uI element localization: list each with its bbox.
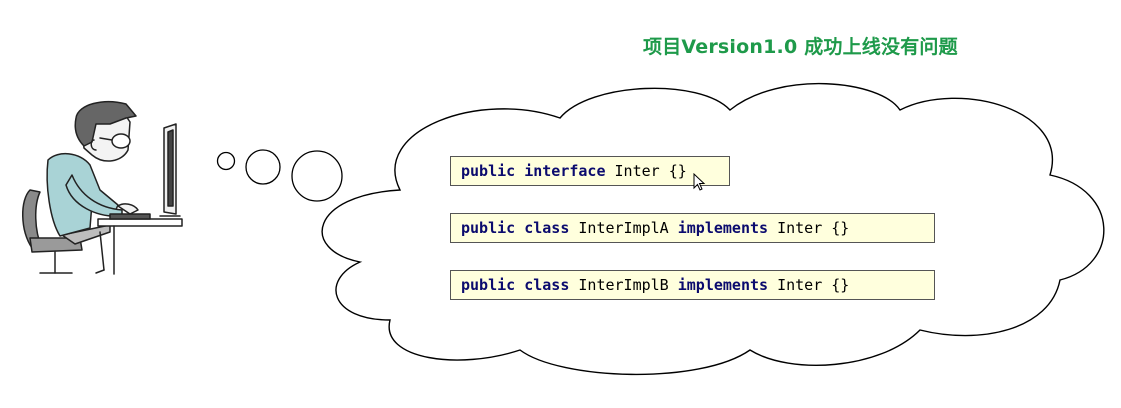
code-rest: Inter {} bbox=[614, 162, 687, 180]
diagram-title: 项目Version1.0 成功上线没有问题 bbox=[643, 36, 958, 58]
keyword-implements: implements bbox=[677, 219, 769, 237]
code-line-interface: public interface Inter {} bbox=[450, 156, 730, 186]
class-name: InterImplA bbox=[578, 219, 669, 237]
keyword-public: public bbox=[461, 162, 516, 180]
code-line-impl-b: public class InterImplB implements Inter… bbox=[450, 270, 935, 300]
programmer-illustration bbox=[22, 100, 183, 275]
thought-bubbles bbox=[216, 149, 343, 202]
code-line-impl-a: public class InterImplA implements Inter… bbox=[450, 213, 935, 243]
keyword-interface: interface bbox=[524, 162, 606, 180]
keyword-public: public bbox=[461, 219, 516, 237]
keyword-class: class bbox=[524, 276, 570, 294]
keyword-implements: implements bbox=[677, 276, 769, 294]
mouse-pointer-icon bbox=[693, 173, 706, 191]
code-rest: Inter {} bbox=[777, 219, 850, 237]
keyword-public: public bbox=[461, 276, 516, 294]
keyword-class: class bbox=[524, 219, 570, 237]
class-name: InterImplB bbox=[578, 276, 669, 294]
code-rest: Inter {} bbox=[777, 276, 850, 294]
